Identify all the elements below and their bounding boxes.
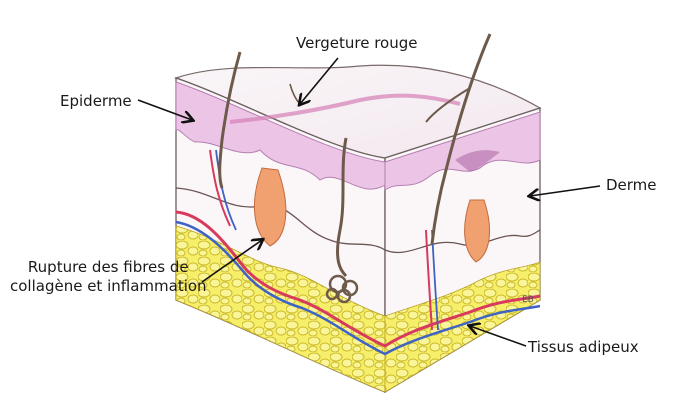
label-vergeture-rouge: Vergeture rouge xyxy=(296,34,417,53)
signature: EB xyxy=(522,295,534,305)
label-rupture-line1: Rupture des fibres de xyxy=(10,258,207,277)
label-tissus-adipeux: Tissus adipeux xyxy=(528,338,639,357)
label-epiderme: Epiderme xyxy=(60,92,132,111)
label-rupture-collagene: Rupture des fibres de collagène et infla… xyxy=(10,258,207,296)
label-derme: Derme xyxy=(606,176,657,195)
label-rupture-line2: collagène et inflammation xyxy=(10,277,207,296)
